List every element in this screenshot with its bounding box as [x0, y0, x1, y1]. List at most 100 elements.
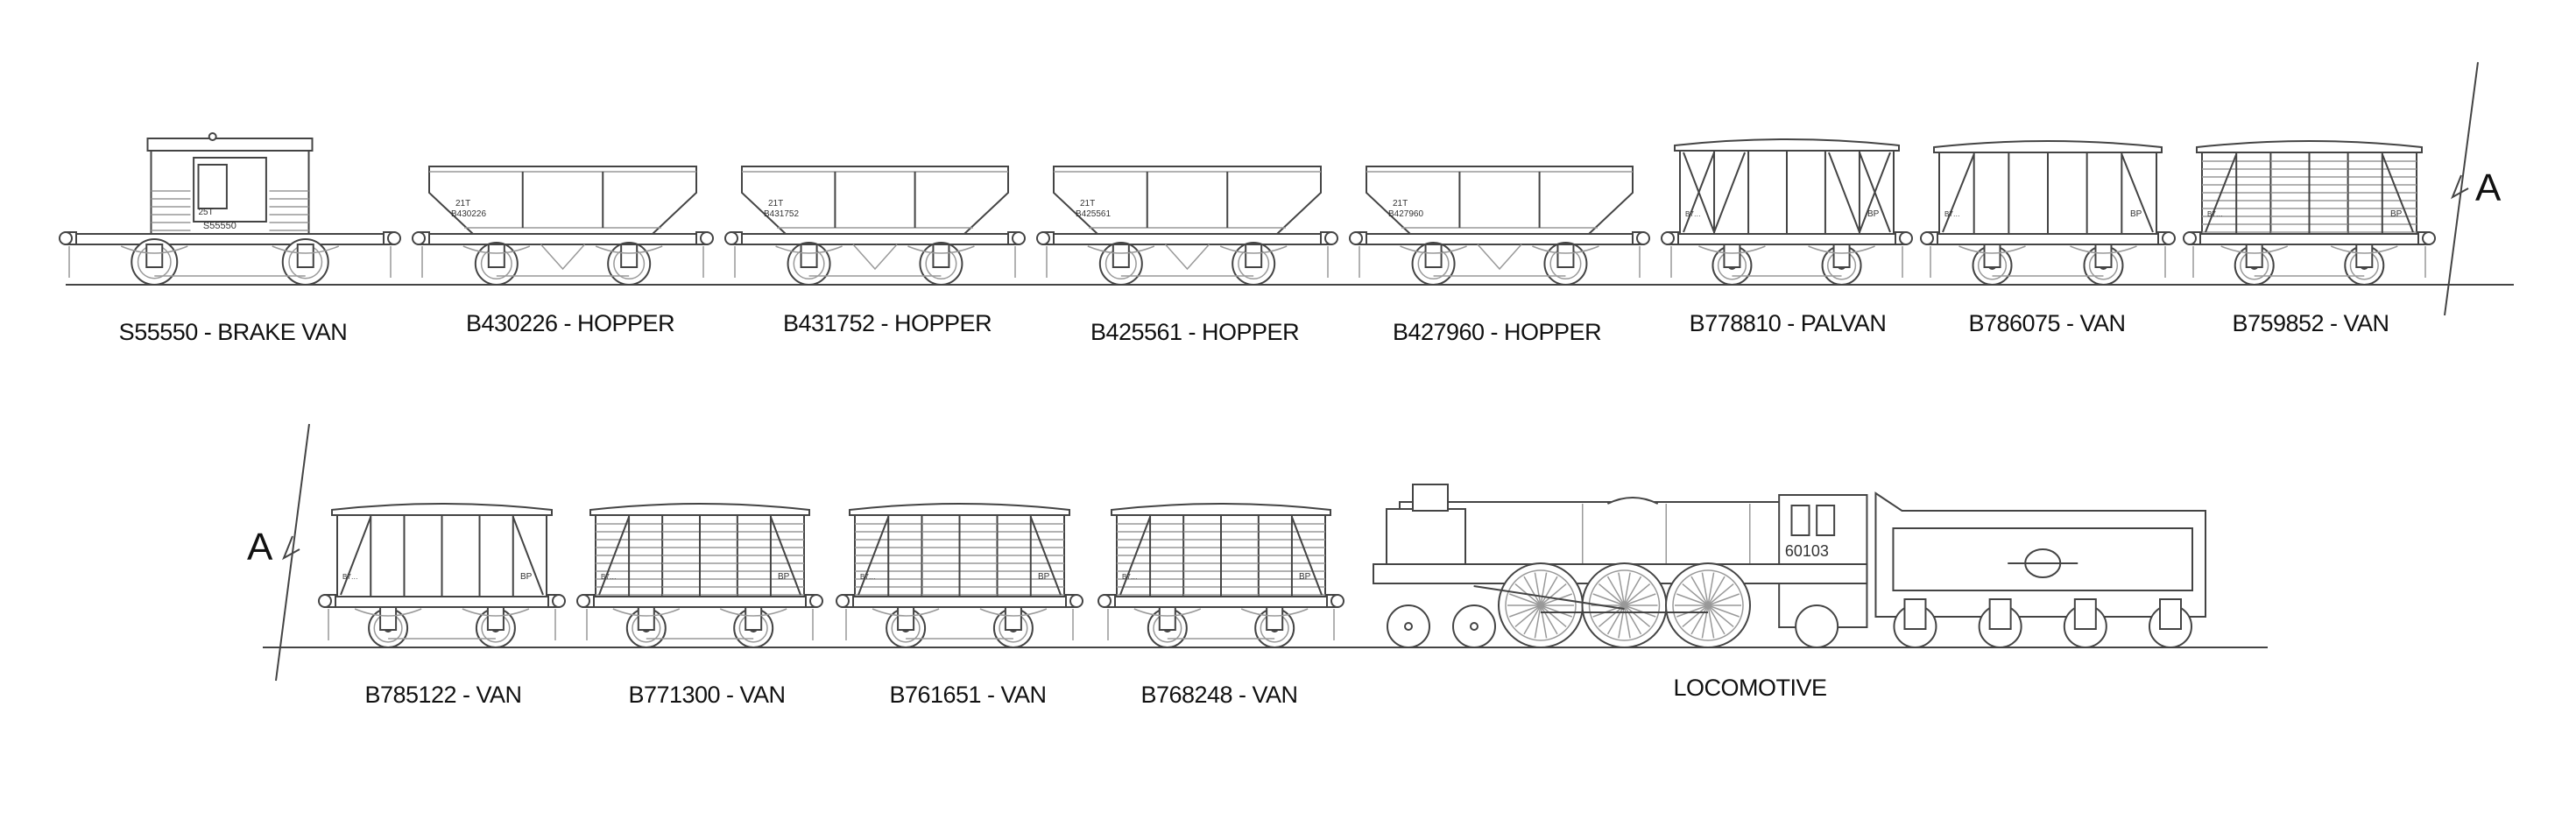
underframe — [1364, 233, 1635, 245]
hopper-body — [1366, 166, 1634, 235]
hopper-body — [741, 166, 1009, 235]
wagon-marking: BP — [778, 572, 790, 582]
buffer-head — [1661, 231, 1675, 245]
axlebox — [620, 244, 639, 268]
break-zigzag-icon — [2451, 174, 2469, 200]
leaf-spring — [1958, 245, 2026, 254]
leaf-spring — [979, 608, 1048, 617]
underframe — [850, 596, 1069, 608]
bogie-wheel — [1387, 604, 1430, 648]
wheel-hub — [1404, 622, 1413, 631]
axlebox — [1158, 606, 1176, 631]
axlebox — [1983, 244, 2001, 268]
wagon-number: B425561 — [1076, 209, 1111, 219]
leaf-spring — [2330, 245, 2398, 254]
wheel-spoke — [1623, 604, 1631, 639]
hopper-body — [428, 166, 697, 235]
axlebox — [800, 244, 818, 268]
axlebox — [296, 244, 314, 268]
roof — [1933, 140, 2163, 153]
roof — [1111, 503, 1331, 516]
wagon-marking: B7… — [601, 573, 617, 581]
connecting-rod — [1473, 585, 1625, 610]
wheel-spoke — [1618, 604, 1626, 639]
wheel-spoke — [1540, 604, 1558, 635]
roof — [331, 503, 553, 516]
axlebox — [932, 244, 950, 268]
wheel-spoke — [1606, 576, 1626, 606]
leaf-spring — [1133, 608, 1202, 617]
wheel-spoke — [1540, 593, 1572, 606]
wheel-spoke — [1598, 583, 1625, 606]
buffer-head — [2183, 231, 2197, 245]
wheel-spoke — [1682, 583, 1709, 606]
wheel-spoke — [1540, 604, 1572, 618]
wagon-number: B431752 — [764, 209, 799, 219]
leaf-spring — [719, 608, 787, 617]
wheel-spoke — [1606, 604, 1626, 635]
wagon-marking: B7… — [342, 573, 358, 581]
axlebox — [1112, 244, 1130, 268]
cab-window — [1816, 505, 1836, 536]
vehicle-label: LOCOMOTIVE — [1673, 675, 1827, 701]
axlebox — [379, 606, 398, 631]
wagon-marking: 21T — [768, 199, 783, 209]
underframe — [2198, 233, 2421, 245]
wheel-spoke — [1701, 572, 1709, 606]
wheel-spoke — [1676, 593, 1709, 606]
leaf-spring — [1532, 245, 1599, 254]
underframe — [1935, 233, 2161, 245]
vehicle-label: B430226 - HOPPER — [465, 310, 675, 336]
axlebox — [1004, 606, 1022, 631]
buffer-head — [1899, 231, 1913, 245]
axlebox — [897, 606, 915, 631]
buffer-head — [1636, 231, 1650, 245]
diagonal-brace — [2381, 153, 2414, 233]
leaf-spring — [907, 245, 975, 254]
diagonal-brace — [1029, 516, 1062, 596]
wheel-spoke — [1682, 604, 1709, 628]
vehicle-label: B778810 - PALVAN — [1689, 310, 1887, 336]
axlebox — [2355, 244, 2374, 268]
wheel-spoke — [1624, 593, 1656, 606]
buffer-head — [724, 231, 738, 245]
diagonal-brace — [769, 516, 801, 596]
wheel-spoke — [1676, 604, 1709, 618]
wheel-spoke — [1707, 572, 1715, 606]
buffer-head — [1012, 231, 1026, 245]
wheel-spoke — [1707, 583, 1734, 606]
leaf-spring — [120, 245, 188, 254]
buffer-head — [2422, 231, 2436, 245]
diagonal-brace — [1290, 516, 1323, 596]
vehicle-label: B425561 - HOPPER — [1090, 319, 1300, 345]
break-line-row1 — [2444, 61, 2479, 316]
wheel-spoke — [1618, 572, 1626, 606]
wagon-marking: 21T — [1080, 199, 1095, 209]
wagon-number: B427960 — [1388, 209, 1423, 219]
wheel-spoke — [1509, 593, 1542, 606]
axlebox — [1245, 244, 1263, 268]
vehicle-label: B785122 - VAN — [364, 682, 522, 708]
buffer-head — [318, 594, 332, 608]
diagonal-brace — [2205, 153, 2238, 233]
leaf-spring — [1219, 245, 1288, 254]
wheel-spoke — [1540, 583, 1567, 606]
wheel-spoke — [1707, 604, 1726, 635]
diagonal-brace — [340, 516, 372, 596]
axlebox — [1424, 244, 1443, 268]
van-wagon: BPB7… — [1920, 140, 2176, 286]
leaf-spring — [462, 245, 531, 254]
wagon-marking: B7… — [1122, 573, 1138, 581]
wheel-rim — [1505, 569, 1577, 641]
vehicle-label: B759852 - VAN — [2232, 310, 2389, 336]
discharge-door — [852, 244, 898, 271]
axlebox — [1988, 598, 2012, 630]
leaf-spring — [872, 608, 940, 617]
diagonal-brace — [857, 516, 890, 596]
axlebox — [2245, 244, 2263, 268]
wheel-spoke — [1523, 604, 1542, 635]
leaf-spring — [462, 608, 530, 617]
cab-window — [197, 164, 228, 209]
